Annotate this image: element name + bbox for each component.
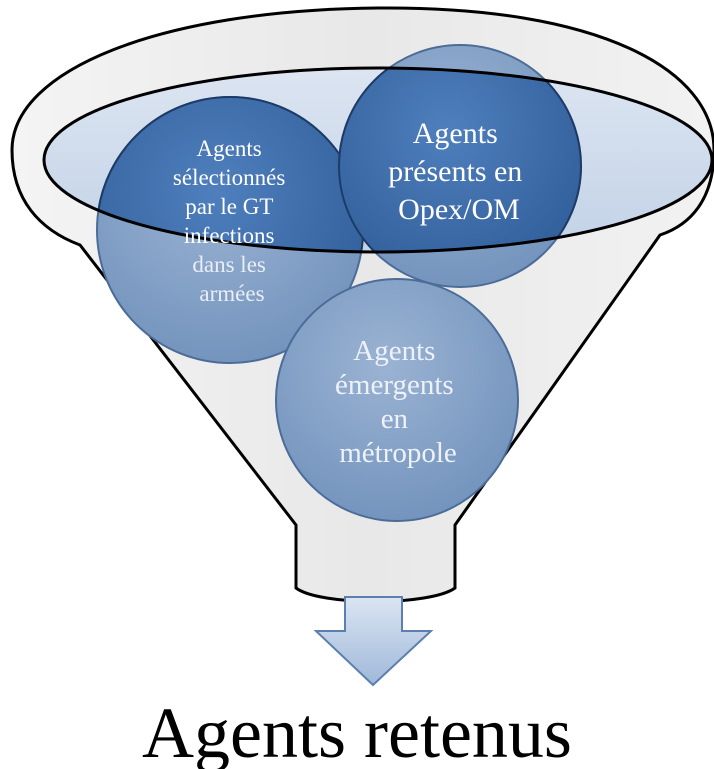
selected-line-1: sélectionnés [173,165,285,190]
selected-line-3: infections [184,223,275,248]
circle-selected-agents-label: Agents sélectionnés par le GT infections… [173,136,291,306]
selected-line-2: par le GT [185,194,273,219]
circle-selected-agents-group [96,96,364,364]
emerging-line-3: métropole [339,437,457,469]
down-arrow-icon [313,596,434,687]
circle-opex-agents-label: Agents présents en Opex/OM [388,117,530,226]
circle-emerging-agents-label: Agents émergents en métropole [335,335,461,469]
circle-opex-agents-group [338,44,582,288]
emerging-line-2: en [381,403,409,435]
opex-line-0: Agents [413,117,498,150]
emerging-line-0: Agents [353,335,435,367]
selected-line-5: armées [199,281,264,306]
selected-line-4: dans les [192,252,266,277]
funnel-rim-outline [42,66,714,254]
selected-line-0: Agents [197,136,262,161]
emerging-line-1: émergents [335,369,454,401]
opex-line-2: Opex/OM [398,193,520,226]
result-label: Agents retenus [142,693,572,769]
opex-line-1: présents en [388,155,522,188]
circle-emerging-agents-group [275,278,519,522]
circle-emerging-agents [275,278,519,522]
circle-opex-agents [338,68,582,252]
